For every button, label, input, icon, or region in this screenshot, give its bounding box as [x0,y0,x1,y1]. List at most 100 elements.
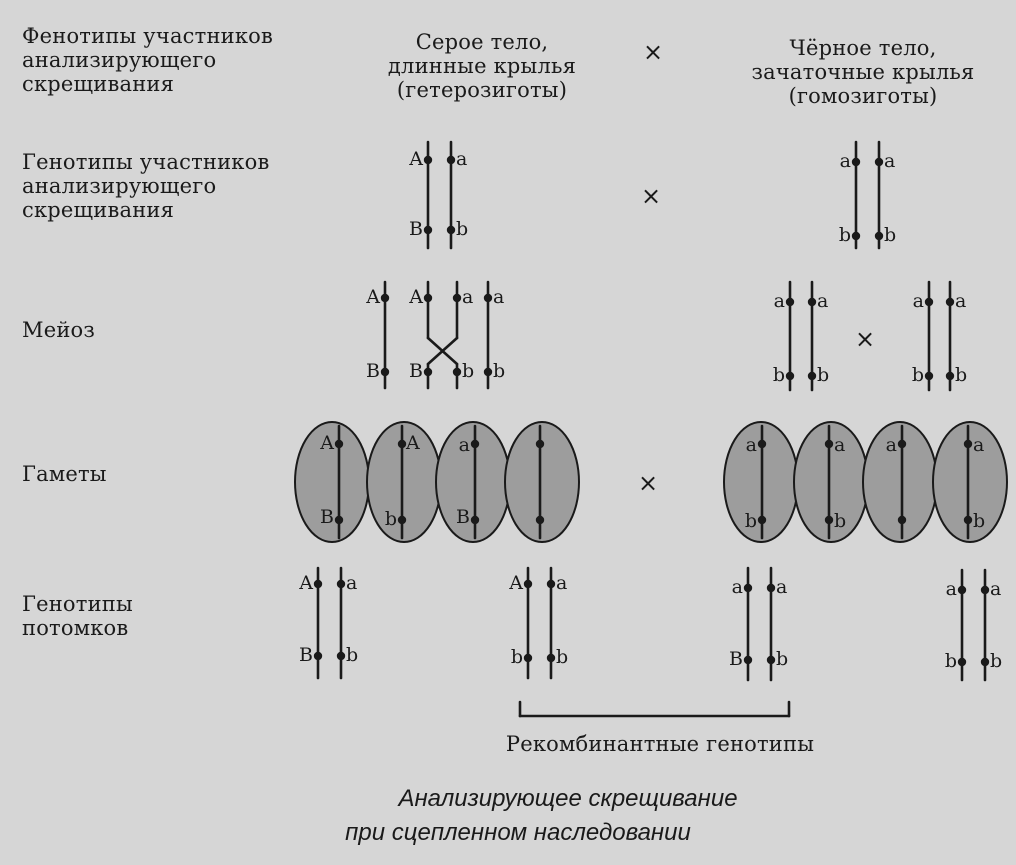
gene-locus-dot [807,297,817,307]
allele-label: b [773,364,785,386]
allele-label: a [774,290,785,312]
gene-locus-dot [743,583,753,593]
phenotypes-row-label: Фенотипы участников анализирующего скрещ… [22,24,274,96]
allele-label: b [556,646,568,668]
allele-label: b [990,650,1002,672]
gene-locus-dot [452,293,462,303]
caption-line-2: при сцепленном наследовании [345,819,691,846]
allele-label: B [320,506,334,528]
gene-locus-dot [963,439,973,449]
gene-locus-dot [313,579,323,589]
gamete-ellipse [793,421,869,543]
allele-label: A [365,286,380,308]
allele-label: B [409,218,423,240]
gene-locus-dot [483,367,493,377]
gene-locus-dot [446,155,456,165]
left-parent-phenotype: Серое тело, длинные крылья (гетерозиготы… [387,30,577,102]
right-parent-phenotype: Чёрное тело, зачаточные крылья (гомозиго… [751,36,975,108]
allele-label: b [493,360,505,382]
gene-locus-dot [945,371,955,381]
allele-label: b [511,646,523,668]
gametes-row-label: Гаметы [22,462,107,486]
allele-label: b [834,510,846,532]
allele-label: a [346,572,357,594]
gene-locus-dot [743,655,753,665]
allele-label: a [886,434,897,456]
cross-symbol-genotypes: × [641,182,662,210]
gene-locus-dot [851,157,861,167]
allele-label: B [729,648,743,670]
gene-locus-dot [423,293,433,303]
gene-locus-dot [470,515,480,525]
gene-locus-dot [874,157,884,167]
gene-locus-dot [423,155,433,165]
allele-label: a [973,434,984,456]
allele-label: a [990,578,1001,600]
allele-label: b [817,364,829,386]
crossover-strand [426,336,459,366]
gene-locus-dot [546,579,556,589]
allele-label: A [508,572,523,594]
gene-locus-dot [824,515,834,525]
gamete-ellipse [504,421,580,543]
gene-locus-dot [523,579,533,589]
allele-label: b [462,360,474,382]
cross-symbol-phenotypes: × [643,38,664,66]
gene-locus-dot [824,439,834,449]
allele-label: a [834,434,845,456]
allele-label: a [456,148,467,170]
allele-label: A [298,572,313,594]
gene-locus-dot [334,515,344,525]
caption-line-1: Анализирующее скрещивание [398,785,738,812]
gene-locus-dot [785,297,795,307]
gene-locus-dot [313,651,323,661]
gene-locus-dot [535,439,545,449]
allele-label: a [840,150,851,172]
allele-label: a [913,290,924,312]
gene-locus-dot [957,585,967,595]
gamete-ellipse [366,421,442,543]
allele-label: b [346,644,358,666]
gene-locus-dot [785,371,795,381]
gene-locus-dot [546,653,556,663]
allele-label: b [884,224,896,246]
gene-locus-dot [535,515,545,525]
gene-locus-dot [334,439,344,449]
gene-locus-dot [446,225,456,235]
allele-label: a [556,572,567,594]
allele-label: B [409,360,423,382]
gene-locus-dot [807,371,817,381]
offspring-row-label: Генотипы потомков [22,592,133,640]
allele-label: a [462,286,473,308]
gene-locus-dot [980,585,990,595]
gene-locus-dot [452,367,462,377]
gene-locus-dot [397,515,407,525]
gene-locus-dot [757,439,767,449]
allele-label: b [973,510,985,532]
cross-symbol-gametes: × [638,469,659,497]
gene-locus-dot [766,583,776,593]
allele-label: a [746,434,757,456]
gene-locus-dot [874,231,884,241]
allele-label: B [299,644,313,666]
genotypes-row-label: Генотипы участников анализирующего скрещ… [22,150,270,222]
gene-locus-dot [523,653,533,663]
allele-label: B [456,506,470,528]
gene-locus-dot [963,515,973,525]
gene-locus-dot [423,225,433,235]
cross-symbol-meiosis: × [855,325,876,353]
allele-label: A [408,148,423,170]
gene-locus-dot [380,367,390,377]
gene-locus-dot [766,655,776,665]
allele-label: a [776,576,787,598]
allele-label: b [955,364,967,386]
gene-locus-dot [336,579,346,589]
gene-locus-dot [336,651,346,661]
gene-locus-dot [483,293,493,303]
allele-label: a [884,150,895,172]
gene-locus-dot [897,515,907,525]
allele-label: a [459,434,470,456]
allele-label: a [946,578,957,600]
